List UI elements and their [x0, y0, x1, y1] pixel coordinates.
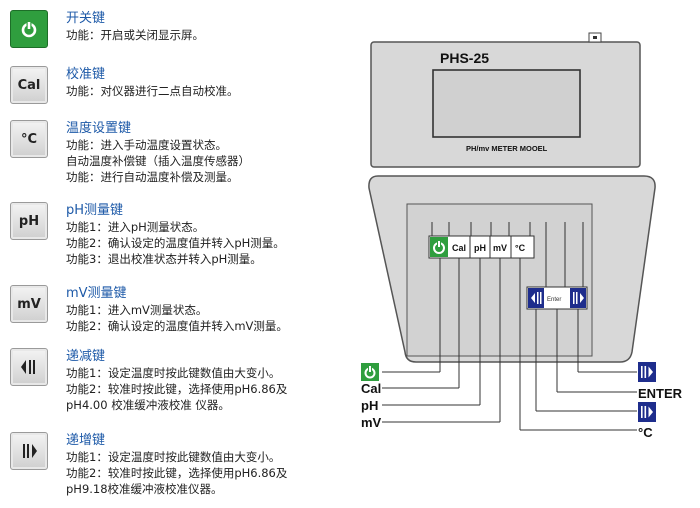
model-label: PHS-25 [440, 50, 489, 66]
callout-mv: mV [361, 415, 382, 430]
panel-enter-key: Enter [547, 297, 561, 303]
mv-key: mV [10, 285, 48, 323]
key-desc: 功能：对仪器进行二点自动校准。 [66, 84, 239, 98]
increment-arrow-icon [23, 444, 37, 458]
panel-mv-key: mV [493, 243, 507, 253]
key-desc: 功能3：退出校准状态并转入pH测量。 [66, 252, 262, 266]
power-key [10, 10, 48, 48]
callout-decrement-key [638, 402, 656, 422]
key-desc: pH4.00 校准缓冲液校准 仪器。 [66, 398, 230, 412]
key-desc: 功能2：较准时按此键，选择使用pH6.86及 [66, 382, 288, 396]
cal-key: Cal [10, 66, 48, 104]
callout-increment-key [638, 362, 656, 382]
key-desc: 功能1：进入pH测量状态。 [66, 220, 205, 234]
callout-enter: ENTER [638, 386, 683, 401]
meter-subtitle: PH/mv METER MOOEL [466, 144, 548, 153]
decrement-key [10, 348, 48, 386]
key-strip [428, 235, 535, 259]
callout-temp: °C [638, 425, 653, 440]
key-desc: 功能：进入手动温度设置状态。 [66, 138, 227, 152]
power-icon [21, 21, 37, 38]
callout-cal: Cal [361, 381, 381, 396]
panel-decrement-key [528, 288, 544, 308]
callout-ph: pH [361, 398, 378, 413]
key-desc: 功能2：较准时按此键，选择使用pH6.86及 [66, 466, 288, 480]
key-desc: 功能：开启或关闭显示屏。 [66, 28, 204, 42]
key-desc: 功能2：确认设定的温度值并转入pH测量。 [66, 236, 285, 250]
key-desc: 自动温度补偿键（插入温度传感器） [66, 154, 250, 168]
key-title: 递增键 [66, 433, 106, 448]
key-desc: pH9.18校准缓冲液校准仪器。 [66, 482, 223, 496]
key-title: 校准键 [66, 67, 106, 82]
key-desc: 功能1：进入mV测量状态。 [66, 303, 208, 317]
panel-temp-key: °C [515, 243, 526, 253]
key-desc: 功能2：确认设定的温度值并转入mV测量。 [66, 319, 288, 333]
key-desc: 功能：进行自动温度补偿及测量。 [66, 170, 239, 184]
key-desc: 功能1：设定温度时按此键数值由大变小。 [66, 366, 281, 380]
key-title: 开关键 [66, 11, 106, 26]
panel-ph-key: pH [474, 243, 486, 253]
key-title: pH测量键 [66, 203, 124, 218]
key-desc: 功能1：设定温度时按此键数值由大变小。 [66, 450, 281, 464]
key-title: 递减键 [66, 349, 106, 364]
lcd-screen [432, 69, 581, 138]
ph-key: pH [10, 202, 48, 240]
key-title: 温度设置键 [66, 121, 132, 136]
temp-key: °C [10, 120, 48, 158]
key-title: mV测量键 [66, 286, 127, 301]
increment-key [10, 432, 48, 470]
decrement-arrow-icon [21, 360, 35, 374]
panel-cal-key: Cal [452, 243, 466, 253]
